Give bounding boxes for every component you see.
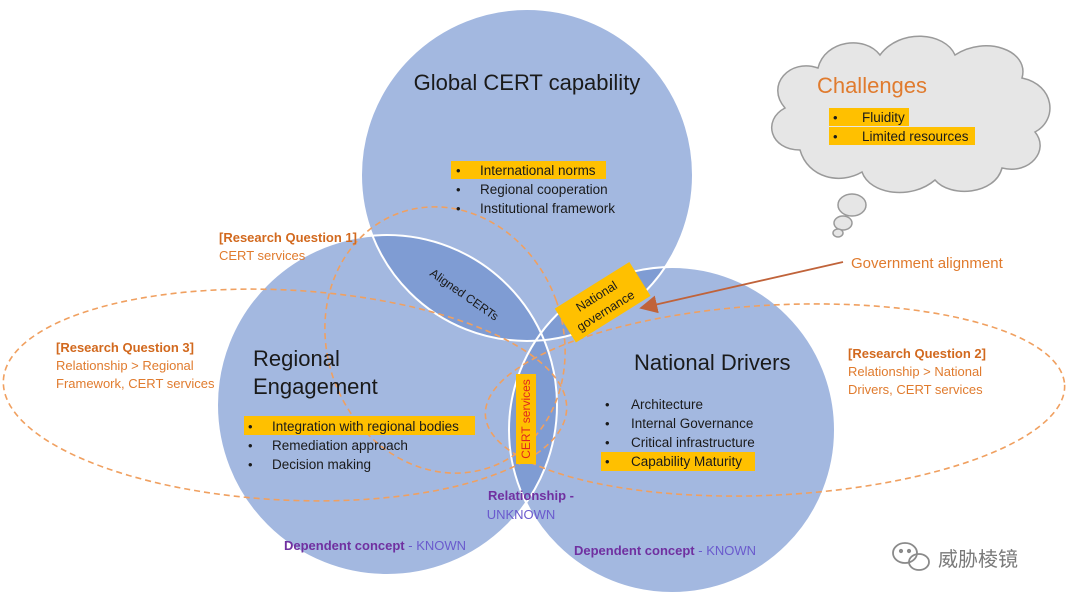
rq2-line2: Drivers, CERT services (848, 382, 983, 397)
regional-item-3: Decision making (272, 457, 371, 472)
cert-services-center-highlight (516, 374, 536, 464)
rq2-title: [Research Question 2] (848, 346, 986, 361)
rq1-ellipse (324, 206, 566, 474)
national-item-1-bullet: • (605, 397, 610, 412)
challenges-item-2-bullet: • (833, 129, 838, 144)
regional-item-1: Integration with regional bodies (272, 419, 459, 434)
government-alignment-arrow (639, 261, 844, 314)
challenges-title: Challenges (817, 73, 927, 98)
national-title: National Drivers (634, 350, 791, 375)
national-item-2: Internal Governance (631, 416, 753, 431)
regional-item-1-highlight (244, 416, 475, 435)
wechat-icon (892, 542, 930, 571)
national-item-1: Architecture (631, 397, 703, 412)
regional-dependent-concept: Dependent concept - KNOWN (284, 538, 466, 553)
global-item-1-highlight (451, 161, 606, 179)
cloud-bubble-medium (833, 215, 853, 231)
national-item-3: Critical infrastructure (631, 435, 755, 450)
rq3-ellipse (2, 288, 568, 502)
rq3-line1: Relationship > Regional (56, 358, 194, 373)
regional-title-line1: Regional (253, 346, 340, 371)
regional-item-2: Remediation approach (272, 438, 408, 453)
challenges-cloud (770, 35, 1051, 238)
challenges-item-2-highlight (829, 127, 975, 145)
rq1-title: [Research Question 1] (219, 230, 357, 245)
challenges-item-1-bullet: • (833, 110, 838, 125)
global-item-2: Regional cooperation (480, 182, 608, 197)
watermark-text: 威胁棱镜 (938, 548, 1018, 571)
global-item-2-bullet: • (456, 182, 461, 197)
global-item-1-bullet: • (456, 163, 461, 178)
rq2-ellipse (484, 303, 1066, 497)
regional-item-1-bullet: • (248, 419, 253, 434)
cloud-bubble-large (837, 193, 867, 217)
national-item-2-bullet: • (605, 416, 610, 431)
government-alignment-label: Government alignment (851, 255, 1004, 272)
circle-national-drivers (509, 267, 835, 593)
regional-item-2-bullet: • (248, 438, 253, 453)
rq3-title: [Research Question 3] (56, 340, 194, 355)
national-dependent-concept: Dependent concept - KNOWN (574, 543, 756, 558)
relationship-line1: Relationship - (488, 488, 574, 503)
global-item-1: International norms (480, 163, 596, 178)
national-item-4-highlight (601, 452, 755, 471)
national-item-4-bullet: • (605, 454, 610, 469)
global-item-3-bullet: • (456, 201, 461, 216)
challenges-item-2: Limited resources (862, 129, 969, 144)
rq2-line1: Relationship > National (848, 364, 982, 379)
rq3-line2: Framework, CERT services (56, 376, 215, 391)
rq1-line1: CERT services (219, 248, 306, 263)
global-title: Global CERT capability (414, 70, 641, 95)
cloud-bubble-small (832, 228, 844, 238)
national-item-4: Capability Maturity (631, 454, 742, 469)
challenges-item-1: Fluidity (862, 110, 905, 125)
overlap-global-regional (361, 235, 557, 341)
global-item-3: Institutional framework (480, 201, 615, 216)
regional-item-3-bullet: • (248, 457, 253, 472)
challenges-item-1-highlight (829, 108, 909, 126)
national-item-3-bullet: • (605, 435, 610, 450)
cert-services-center: CERT services (519, 379, 533, 459)
relationship-line2: UNKNOWN (487, 507, 556, 522)
regional-title-line2: Engagement (253, 374, 378, 399)
